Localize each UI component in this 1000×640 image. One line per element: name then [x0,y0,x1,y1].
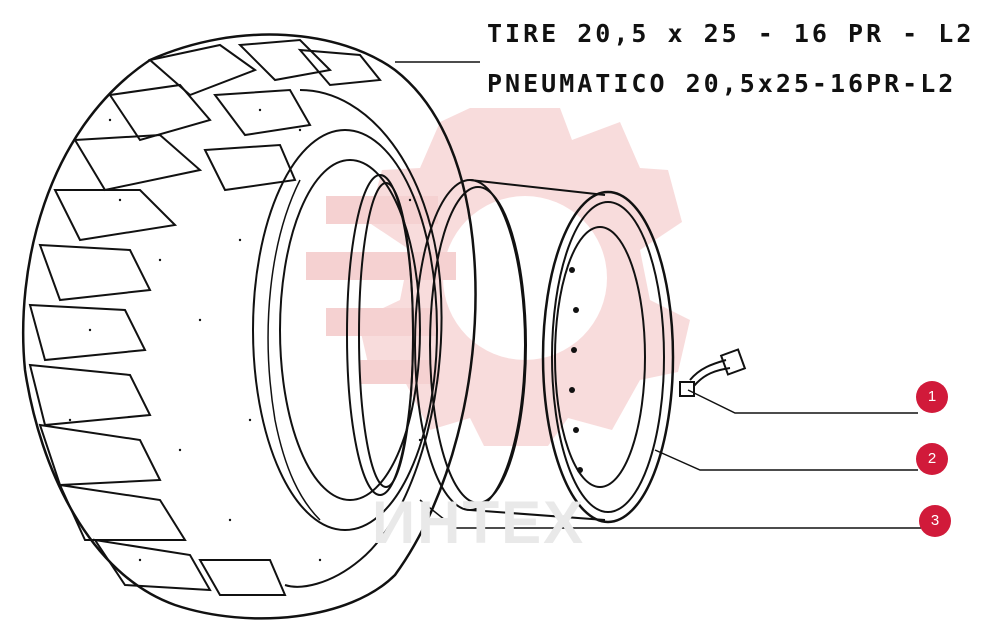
callout-1[interactable]: 1 [916,381,948,413]
tire [21,33,477,620]
tire-bead-inner [279,159,421,501]
gear-logo-watermark-icon [306,108,690,446]
leader-1 [687,389,918,414]
valve [679,348,747,397]
tire-bead-outer [252,129,438,531]
tire-outline [21,33,477,620]
callout-2[interactable]: 2 [916,443,948,475]
watermark-text: ИНТЕХ [372,489,586,556]
tire-tread-lugs [28,38,382,596]
tire-sidewall [284,89,443,588]
leader-lines [395,61,921,529]
tire-texture-dots [68,108,422,562]
title-line-2: PNEUMATICO 20,5x25-16PR-L2 [487,69,957,98]
title-line-1: TIRE 20,5 x 25 - 16 PR - L2 [487,19,975,48]
lock-ring [346,174,414,496]
rim-bolt-holes [569,267,583,473]
callout-3[interactable]: 3 [919,505,951,537]
leader-2 [654,449,918,471]
leader-3 [419,499,921,529]
rim [414,179,675,524]
